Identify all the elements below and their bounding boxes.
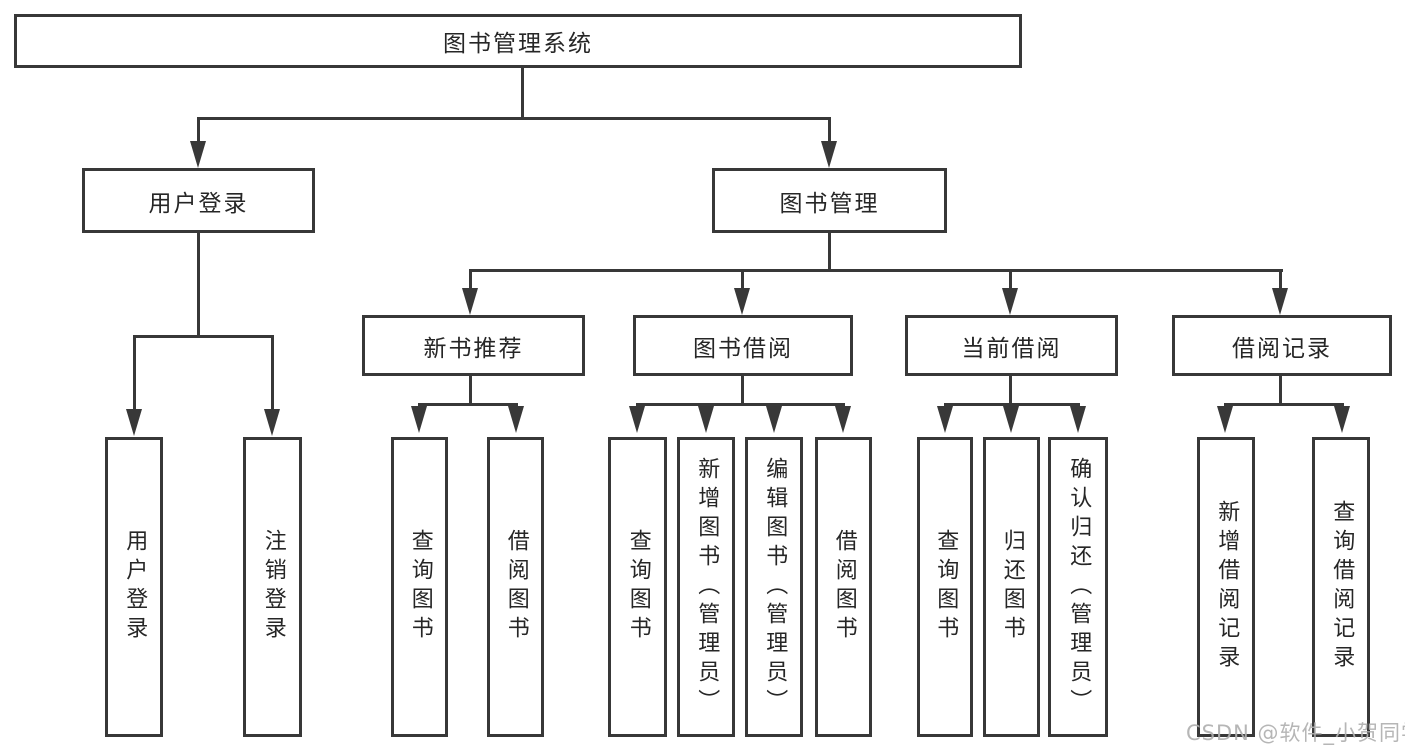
leaf-query-books-borrow: 查询图书 (608, 437, 667, 737)
connector-line (741, 374, 744, 406)
node-label: 借阅记录 (1232, 335, 1332, 362)
arrow-down-icon (1002, 288, 1018, 315)
connector-line (944, 403, 1080, 406)
arrow-down-icon (835, 406, 851, 433)
node-label: 新增图书（管理员） (694, 456, 720, 718)
connector-line (133, 335, 274, 338)
leaf-user-login: 用户登录 (105, 437, 163, 737)
node-label: 图书管理 (779, 190, 880, 217)
node-label: 查询图书 (933, 529, 959, 645)
arrow-down-icon (1272, 288, 1288, 315)
leaf-borrow-books: 借阅图书 (815, 437, 872, 737)
node-label: 用户登录 (122, 529, 148, 645)
leaf-borrow-books-recommend: 借阅图书 (487, 437, 544, 737)
node-borrowing-records: 借阅记录 (1172, 315, 1392, 376)
connector-line (1279, 269, 1282, 293)
leaf-confirm-return-admin: 确认归还（管理员） (1048, 437, 1108, 737)
arrow-down-icon (1334, 406, 1350, 433)
node-label: 借阅图书 (831, 529, 857, 645)
leaf-query-borrow-record: 查询借阅记录 (1312, 437, 1370, 737)
node-label: 确认归还（管理员） (1066, 456, 1092, 718)
arrow-down-icon (821, 141, 837, 168)
arrow-down-icon (698, 406, 714, 433)
node-new-book-recommendation: 新书推荐 (362, 315, 585, 376)
node-current-borrowing: 当前借阅 (905, 315, 1118, 376)
connector-line (1009, 269, 1012, 293)
leaf-query-books-recommend: 查询图书 (391, 437, 448, 737)
node-label: 注销登录 (260, 529, 286, 645)
arrow-down-icon (411, 406, 427, 433)
node-label: 编辑图书（管理员） (762, 456, 788, 718)
leaf-logout: 注销登录 (243, 437, 302, 737)
leaf-query-books-current: 查询图书 (917, 437, 973, 737)
arrow-down-icon (629, 406, 645, 433)
connector-line (469, 374, 472, 406)
connector-line (197, 117, 831, 120)
connector-line (1279, 374, 1282, 406)
connector-line (469, 269, 472, 293)
connector-line (1009, 374, 1012, 406)
node-label: 图书借阅 (693, 335, 793, 362)
arrow-down-icon (508, 406, 524, 433)
connector-line (828, 230, 831, 272)
node-book-management: 图书管理 (712, 168, 947, 233)
connector-line (741, 269, 744, 293)
arrow-down-icon (734, 288, 750, 315)
connector-line (197, 230, 200, 338)
node-label: 归还图书 (999, 529, 1025, 645)
arrow-down-icon (766, 406, 782, 433)
node-label: 当前借阅 (961, 335, 1062, 362)
connector-line (469, 269, 1283, 272)
arrow-down-icon (190, 141, 206, 168)
connector-line (1224, 403, 1344, 406)
connector-line (418, 403, 518, 406)
node-book-borrowing: 图书借阅 (633, 315, 853, 376)
node-label: 查询图书 (625, 529, 651, 645)
connector-line (271, 335, 274, 412)
connector-line (197, 117, 200, 145)
node-label: 用户登录 (148, 190, 249, 217)
arrow-down-icon (264, 409, 280, 436)
node-label: 借阅图书 (503, 529, 529, 645)
leaf-add-books-admin: 新增图书（管理员） (677, 437, 735, 737)
node-label: 查询图书 (407, 529, 433, 645)
connector-line (521, 66, 524, 120)
connector-line (133, 335, 136, 412)
node-label: 新书推荐 (423, 335, 524, 362)
node-user-login: 用户登录 (82, 168, 315, 233)
connector-line (636, 403, 845, 406)
arrow-down-icon (937, 406, 953, 433)
csdn-watermark: CSDN @软件_小贺同学 (1186, 721, 1405, 745)
node-label: 查询借阅记录 (1329, 500, 1355, 674)
leaf-add-borrow-record: 新增借阅记录 (1197, 437, 1255, 737)
arrow-down-icon (462, 288, 478, 315)
arrow-down-icon (126, 409, 142, 436)
leaf-edit-books-admin: 编辑图书（管理员） (745, 437, 803, 737)
arrow-down-icon (1070, 406, 1086, 433)
node-label: 新增借阅记录 (1214, 500, 1240, 674)
connector-line (828, 117, 831, 145)
node-library-management-system: 图书管理系统 (14, 14, 1022, 68)
node-label: 图书管理系统 (443, 31, 593, 57)
leaf-return-books: 归还图书 (983, 437, 1040, 737)
arrow-down-icon (1003, 406, 1019, 433)
arrow-down-icon (1217, 406, 1233, 433)
